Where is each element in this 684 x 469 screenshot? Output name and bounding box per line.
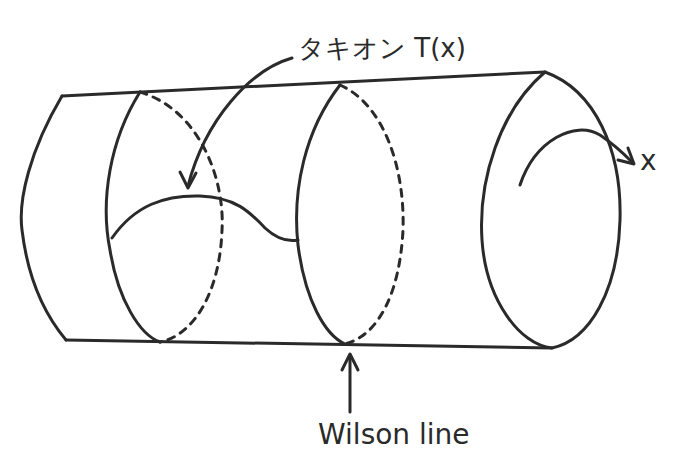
wilson-loop-front [297, 85, 345, 344]
leader-line [349, 356, 352, 412]
tachyon-curve [112, 196, 298, 241]
cylinder-right-end [482, 72, 621, 348]
annotation-label: x [640, 146, 657, 177]
leader-line [188, 58, 292, 186]
cylinder-bottom-edge [66, 340, 552, 348]
leader-arrowhead [180, 172, 196, 188]
cylinder-top-edge [62, 72, 545, 96]
direction-arrow [520, 130, 632, 185]
annotation-label: Wilson line [318, 420, 470, 451]
wilson-loop-back [340, 85, 403, 344]
cylinder-left-end [21, 96, 66, 340]
leader-arrowhead [342, 354, 358, 370]
annotation-label: タキオン T(x) [298, 34, 466, 63]
direction-arrowhead [618, 148, 634, 164]
